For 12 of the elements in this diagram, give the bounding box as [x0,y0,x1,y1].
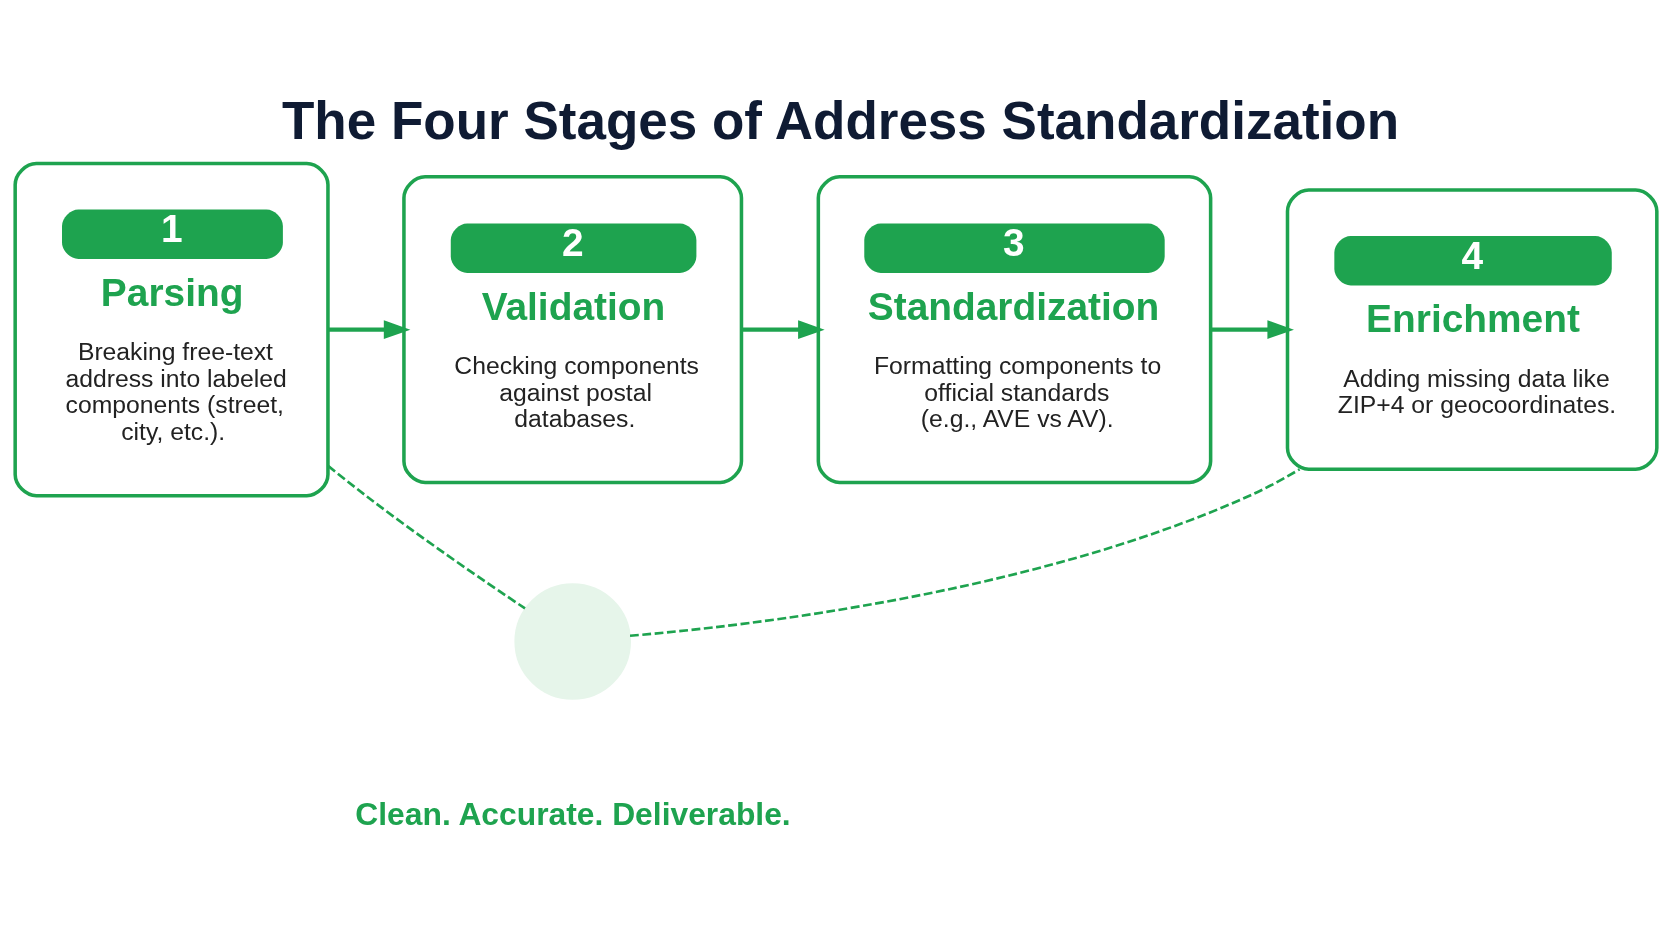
arrow [1210,319,1294,339]
node-box: 1 Parsing Breaking free-text address into labeled components (street, city, etc.). [13,161,330,497]
node-box: 4 Enrichment Adding missing data like ZIP+4 or geocoordinates. [1285,187,1659,471]
node-circle [514,582,631,700]
arrow [741,319,825,339]
arrow [328,319,411,339]
connector [327,464,526,609]
connector [629,467,1301,637]
diagram-title: The Four Stages of Address Standardization [282,90,1400,150]
node-box: 3 Standardization Formatting components to official standards (e.g., AVE vs AV). [816,174,1213,484]
node-label: Clean. Accurate. Deliverable. [355,795,791,832]
node-box: 2 Validation Checking components against postal databases. [402,174,744,484]
